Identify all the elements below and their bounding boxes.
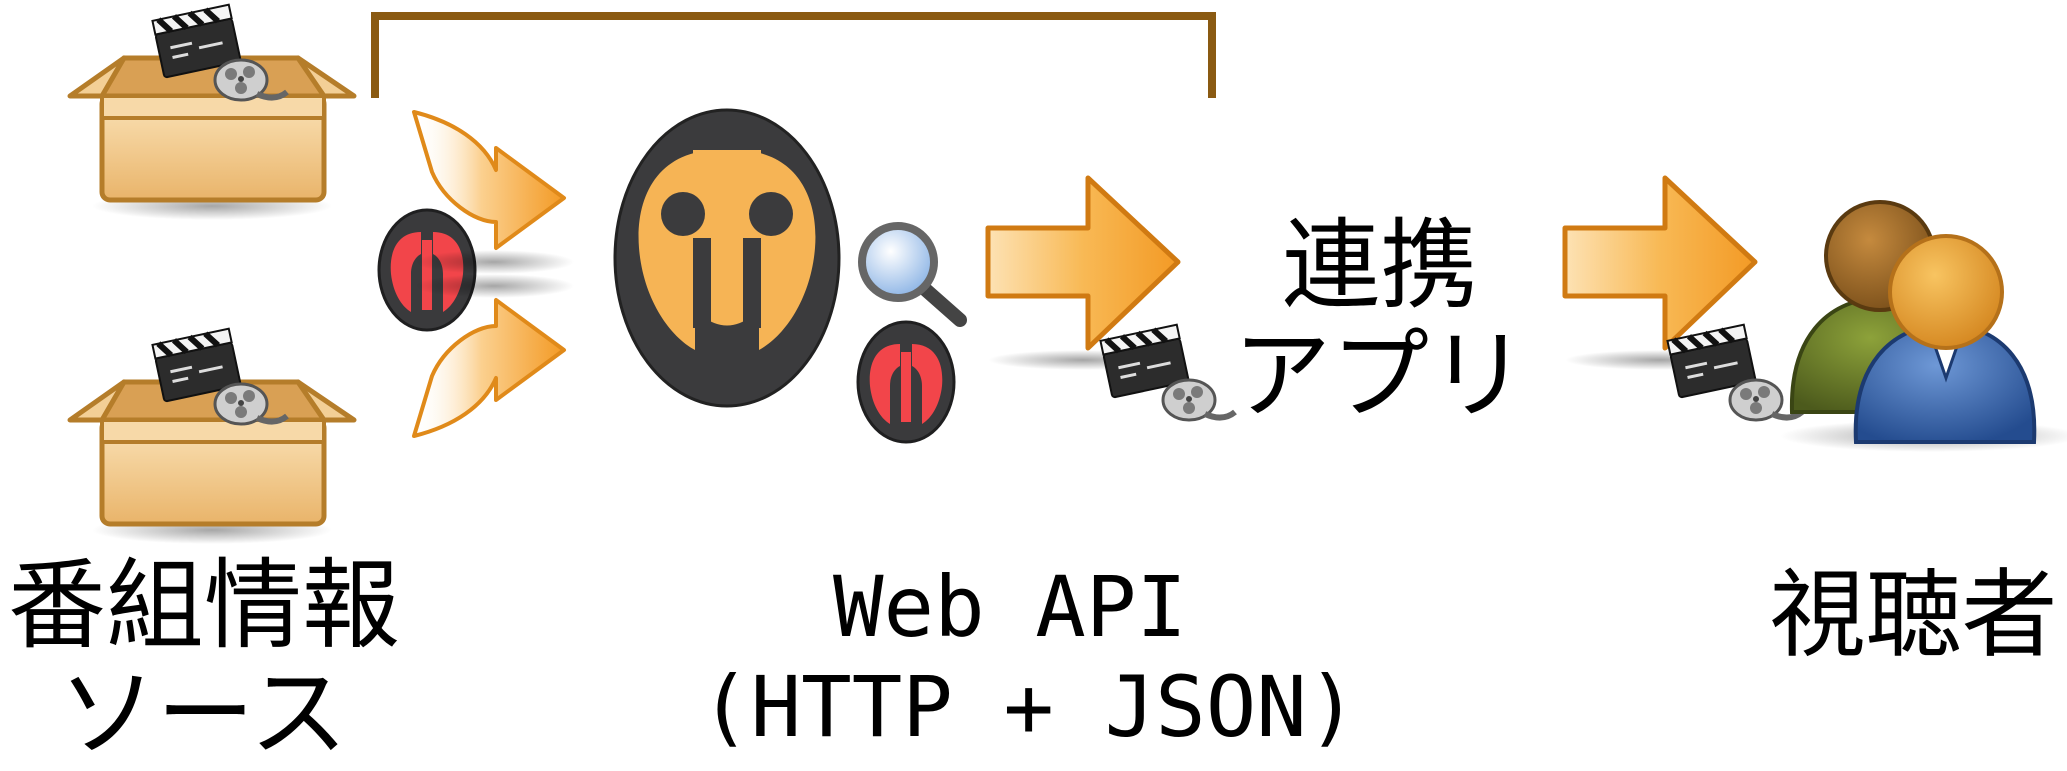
app-label-line1: 連携 xyxy=(1281,209,1478,323)
movie-clapper-2-icon xyxy=(1667,325,1802,420)
magnifier-icon xyxy=(858,222,967,327)
source-box-top-icon xyxy=(70,5,354,220)
feedback-bracket xyxy=(371,12,1216,98)
two-users-icon xyxy=(1780,200,2067,452)
source-box-bottom-icon xyxy=(70,329,354,544)
api-label-line1: Web API xyxy=(832,558,1187,656)
source-label-line1: 番組情報 xyxy=(8,549,401,663)
viewer-label: 視聴者 xyxy=(1769,559,2058,671)
source-label-line2: ソース xyxy=(58,657,348,771)
app-label-line2: アプリ xyxy=(1232,319,1527,433)
small-logo-2-icon xyxy=(856,320,956,444)
movie-clapper-icon xyxy=(1100,325,1235,420)
api-face-logo-icon xyxy=(613,108,841,408)
api-label-line2: (HTTP + JSON) xyxy=(700,658,1358,756)
